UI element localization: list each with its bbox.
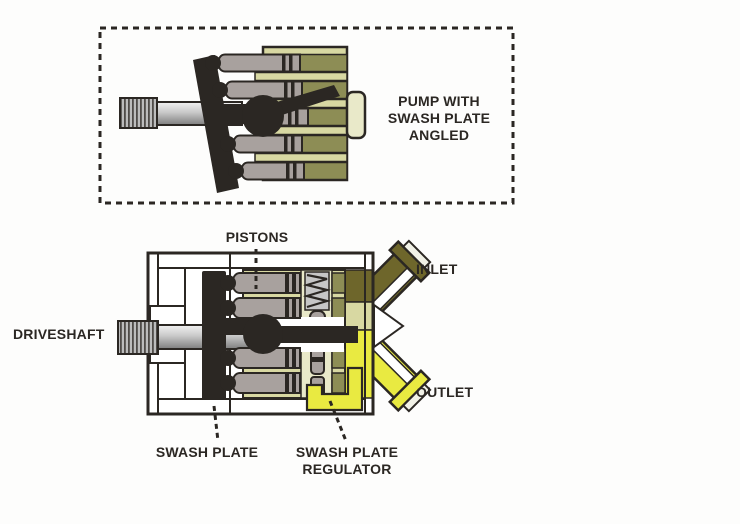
spline-end-upper xyxy=(119,97,158,129)
ball-joint-upper xyxy=(242,95,284,137)
port-divider-wedge xyxy=(373,303,405,349)
piston xyxy=(228,161,305,181)
caption-line-3: ANGLED xyxy=(408,127,470,143)
swash-plate-vertical xyxy=(202,271,226,400)
piston xyxy=(220,347,301,369)
outlet-pipe xyxy=(355,336,432,413)
dashed-callout-box xyxy=(98,26,515,205)
label-swash-plate: SWASH PLATE xyxy=(155,444,259,460)
spline-end-lower xyxy=(117,320,159,355)
piston xyxy=(205,53,301,73)
swash-plate-hub-upper xyxy=(206,104,250,124)
piston xyxy=(220,372,301,394)
piston xyxy=(220,272,301,294)
swash-plate-regulator-channel xyxy=(305,366,364,412)
piston xyxy=(220,134,303,154)
inlet-chamber xyxy=(344,269,374,303)
label-pistons: PISTONS xyxy=(225,229,289,245)
lower-pump-illustration xyxy=(117,239,432,416)
ball-joint-lower xyxy=(243,314,283,354)
regulator-spring xyxy=(302,271,332,311)
callout-box-caption: PUMP WITH SWASH PLATE ANGLED xyxy=(372,93,506,144)
leader-line-regulator xyxy=(328,400,348,442)
label-driveshaft: DRIVESHAFT xyxy=(13,326,105,342)
regulator-label-line-2: REGULATOR xyxy=(302,461,392,477)
caption-line-2: SWASH PLATE xyxy=(387,110,491,126)
label-outlet: OUTLET xyxy=(416,384,474,400)
block-end-cap xyxy=(345,90,367,140)
upper-pump-illustration xyxy=(98,26,515,205)
label-inlet: INLET xyxy=(416,261,458,277)
piston xyxy=(220,297,301,319)
drive-link xyxy=(280,326,358,343)
caption-line-1: PUMP WITH xyxy=(398,93,480,109)
tilt-arm xyxy=(270,85,340,117)
label-swash-plate-regulator: SWASH PLATE REGULATOR xyxy=(287,444,407,478)
pistons-lower xyxy=(220,272,301,394)
regulator-label-line-1: SWASH PLATE xyxy=(295,444,399,460)
leader-line-swash-plate xyxy=(212,405,220,442)
